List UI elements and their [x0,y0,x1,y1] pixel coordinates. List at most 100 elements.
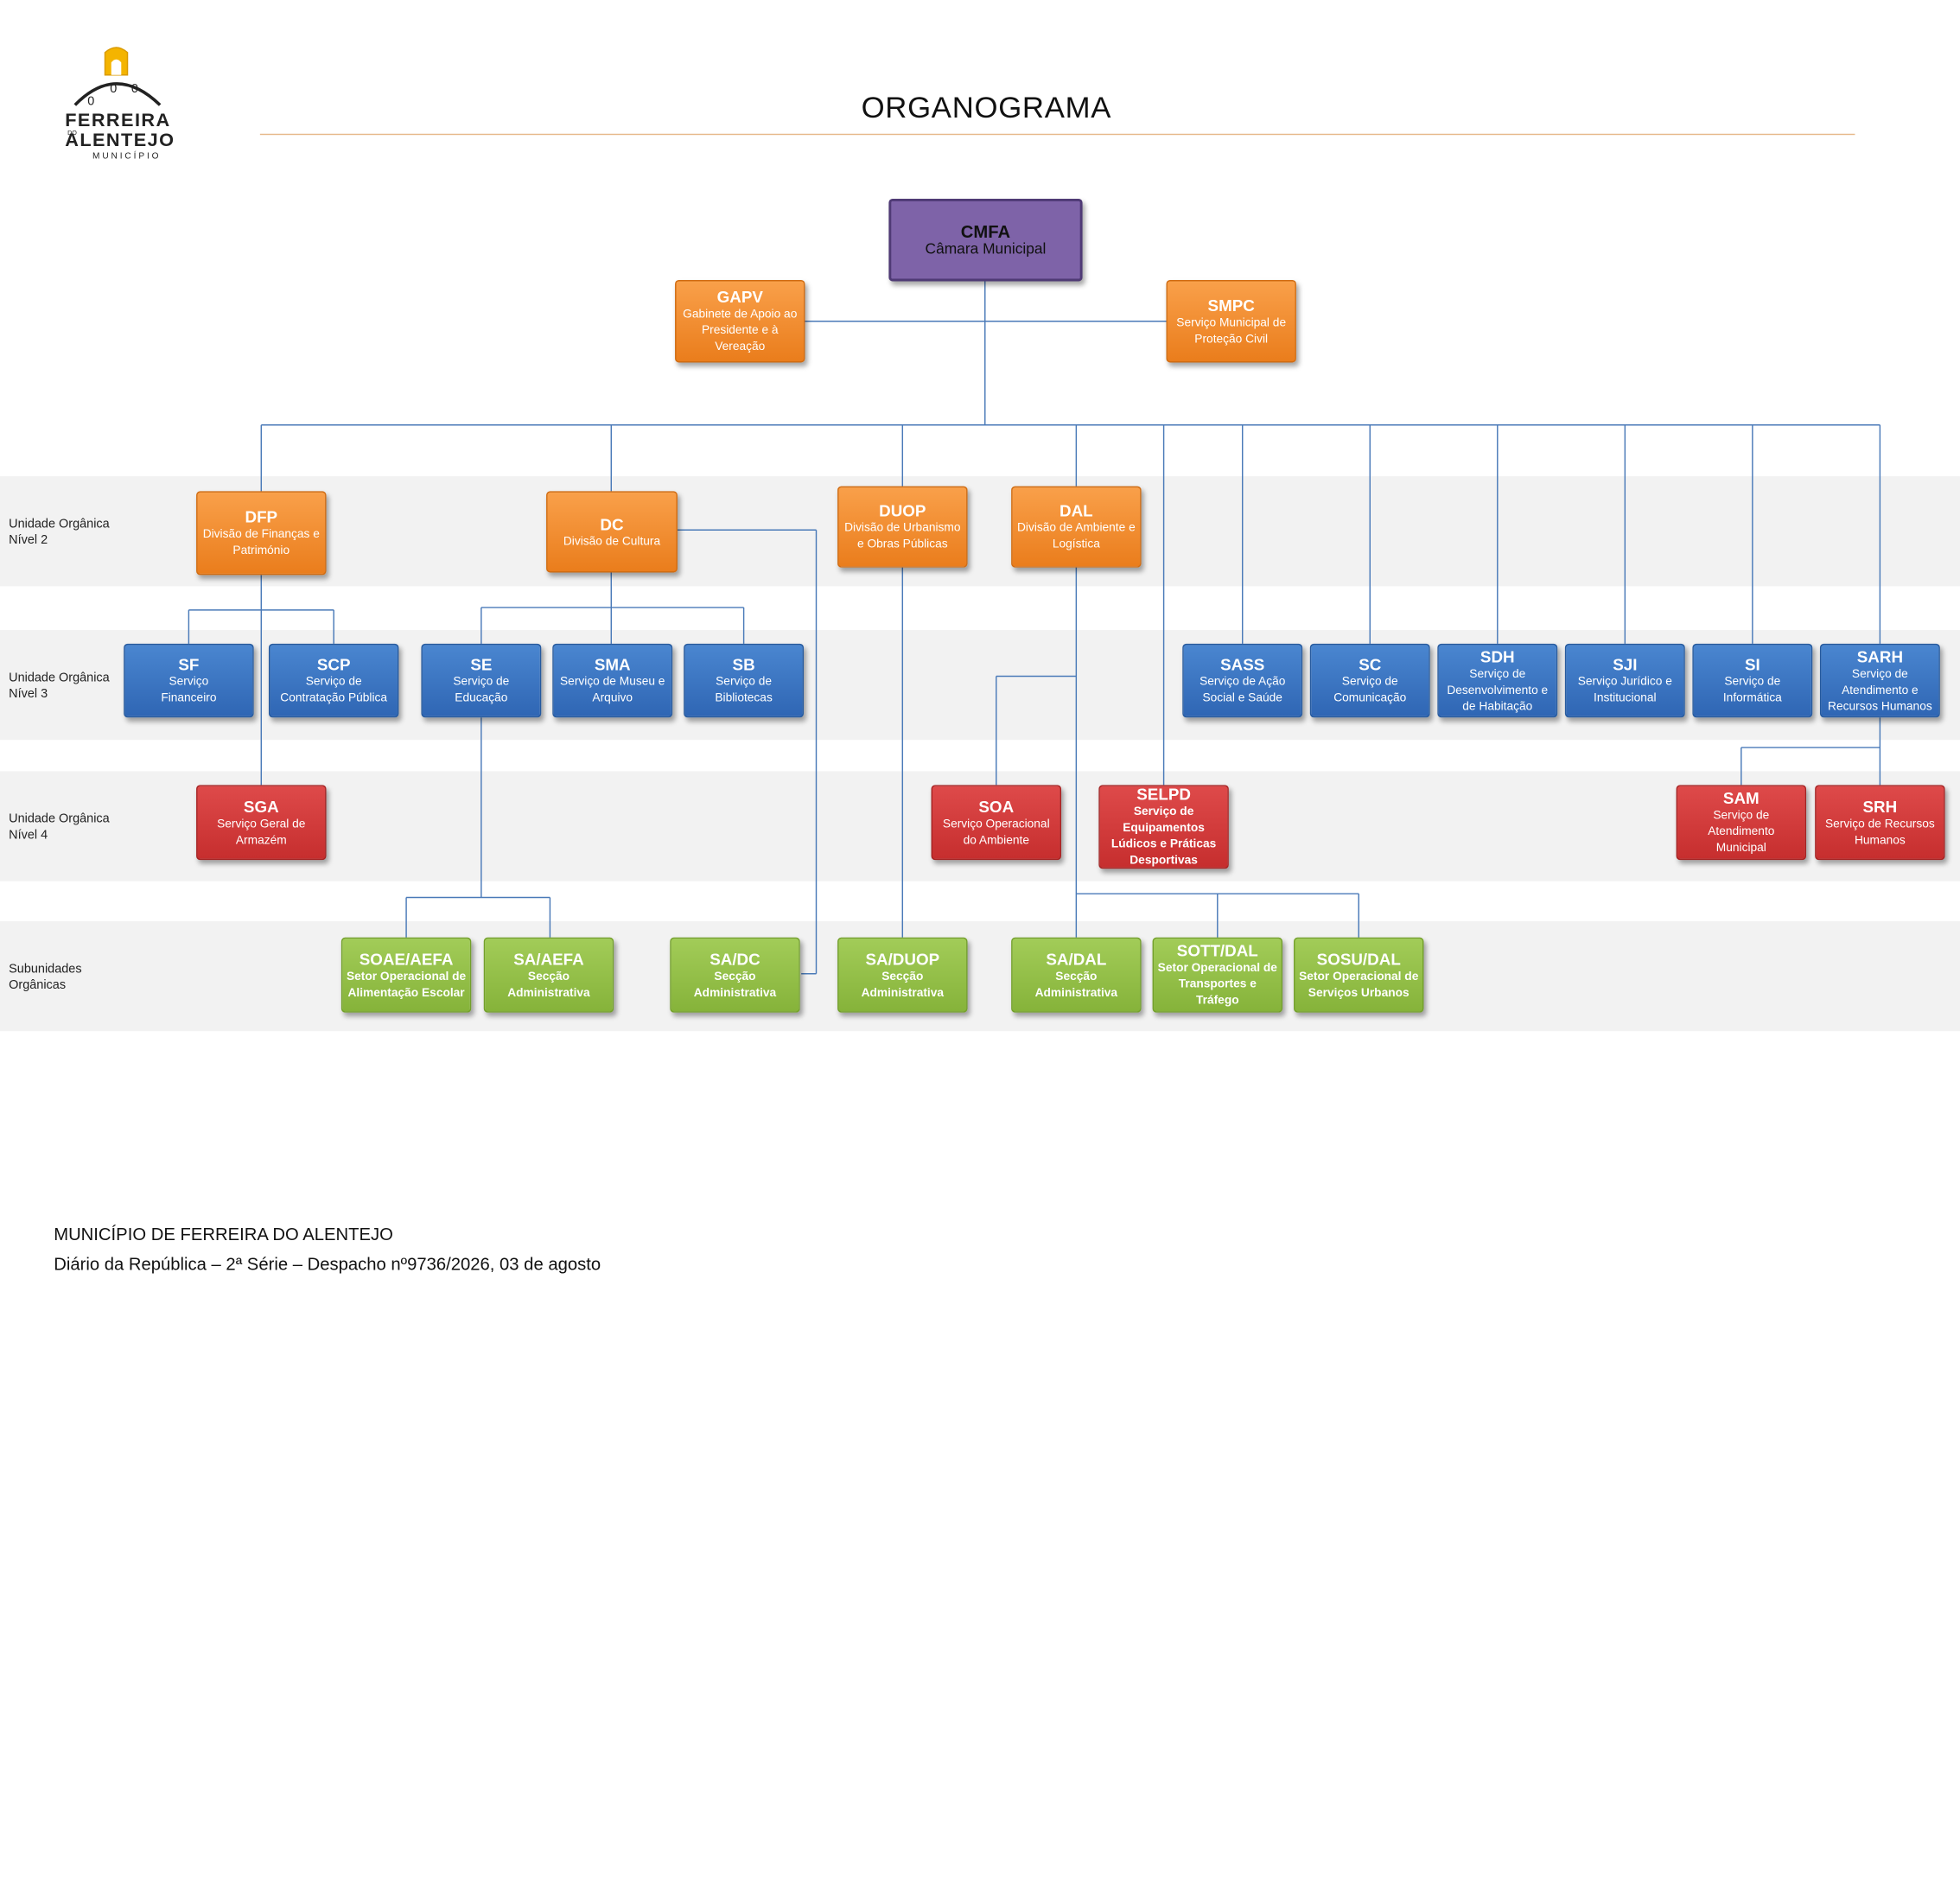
unit-code: SA/DUOP [865,949,940,969]
unit-selpd[interactable]: SELPD Serviço de Equipamentos Lúdicos e … [1098,785,1229,869]
unit-sdh[interactable]: SDH Serviço de Desenvolvimento e de Habi… [1437,643,1558,718]
unit-se[interactable]: SE Serviço de Educação [421,643,542,718]
unit-desc: Setor Operacional de Transportes e Tráfe… [1157,961,1277,1008]
svg-text:0: 0 [110,82,117,96]
unit-desc: Serviço de Atendimento Municipal [1708,808,1775,856]
unit-code: SGA [243,797,279,816]
footer-municipality: MUNICÍPIO DE FERREIRA DO ALENTEJO [54,1224,393,1244]
unit-desc: Serviço Municipal de Proteção Civil [1176,315,1287,346]
unit-sc[interactable]: SC Serviço de Comunicação [1309,643,1430,718]
unit-desc: Divisão de Finanças e Património [202,527,320,558]
unit-scp[interactable]: SCP Serviço de Contratação Pública [268,643,399,718]
municipality-logo: 0 0 0 FERREIRA DO ALENTEJO MUNICÍPIO [60,40,210,165]
unit-desc: Setor Operacional de Serviços Urbanos [1299,969,1419,1000]
unit-code: SARH [1856,646,1904,666]
unit-sarh[interactable]: SARH Serviço de Atendimento e Recursos H… [1819,643,1940,718]
unit-sosu-dal[interactable]: SOSU/DAL Setor Operacional de Serviços U… [1294,937,1424,1013]
unit-code: SOTT/DAL [1176,941,1258,960]
unit-code: SA/AEFA [513,949,584,969]
unit-sf[interactable]: SF Serviço Financeiro [124,643,254,718]
unit-sa-aefa[interactable]: SA/AEFA Secção Administrativa [483,937,614,1013]
unit-desc: Divisão de Urbanismo e Obras Públicas [844,521,961,551]
unit-sa-duop[interactable]: SA/DUOP Secção Administrativa [837,937,968,1013]
level-label-nivel3: Unidade Orgânica Nível 3 [9,671,110,702]
unit-sji[interactable]: SJI Serviço Jurídico e Institucional [1564,643,1685,718]
svg-text:MUNICÍPIO: MUNICÍPIO [92,150,161,162]
unit-desc: Serviço de Desenvolvimento e de Habitaçã… [1447,666,1549,714]
unit-dal[interactable]: DAL Divisão de Ambiente e Logística [1011,486,1142,568]
unit-sb[interactable]: SB Serviço de Bibliotecas [684,643,805,718]
unit-code: SCP [316,654,351,674]
unit-duop[interactable]: DUOP Divisão de Urbanismo e Obras Públic… [837,486,968,568]
unit-desc: Divisão de Cultura [563,534,661,549]
unit-code: SA/DC [710,949,760,969]
svg-text:0: 0 [87,94,94,108]
unit-code: SMPC [1207,296,1255,315]
unit-code: SRH [1862,797,1898,816]
unit-code: GAPV [716,287,763,307]
unit-srh[interactable]: SRH Serviço de Recursos Humanos [1815,785,1945,861]
title-divider [259,133,1855,136]
unit-code: SOSU/DAL [1316,949,1401,969]
unit-sott-dal[interactable]: SOTT/DAL Setor Operacional de Transporte… [1152,937,1283,1013]
unit-desc: Serviço de Recursos Humanos [1824,817,1935,847]
svg-text:0: 0 [131,82,138,96]
unit-code: DC [600,514,624,533]
svg-text:ALENTEJO: ALENTEJO [65,129,175,150]
unit-desc: Serviço Geral de Armazém [217,817,306,847]
connector-lines [188,281,1881,975]
unit-gapv[interactable]: GAPV Gabinete de Apoio ao Presidente e à… [675,279,805,363]
unit-soae-aefa[interactable]: SOAE/AEFA Setor Operacional de Alimentaç… [340,937,472,1013]
unit-code: SC [1359,654,1382,674]
unit-sma[interactable]: SMA Serviço de Museu e Arquivo [552,643,673,718]
unit-dfp[interactable]: DFP Divisão de Finanças e Património [196,491,327,576]
unit-desc: Setor Operacional de Alimentação Escolar [346,969,467,1000]
band-subunidades [0,920,1960,1032]
unit-desc: Serviço de Contratação Pública [280,675,388,705]
unit-code: SMA [594,654,631,674]
band-nivel2 [0,476,1960,587]
unit-code: SA/DAL [1046,949,1107,969]
unit-code: SELPD [1136,785,1191,805]
unit-code: DUOP [879,501,926,520]
unit-desc: Serviço de Comunicação [1333,675,1407,705]
unit-desc: Secção Administrativa [1034,969,1118,1000]
unit-code: SDH [1480,646,1515,666]
unit-desc: Secção Administrativa [693,969,777,1000]
unit-sass[interactable]: SASS Serviço de Ação Social e Saúde [1182,643,1303,718]
unit-code: CMFA [960,221,1011,242]
unit-sga[interactable]: SGA Serviço Geral de Armazém [196,785,327,861]
unit-code: SF [178,654,200,674]
unit-desc: Serviço de Ação Social e Saúde [1200,675,1286,705]
footer-publication: Diário da República – 2ª Série – Despach… [54,1253,601,1274]
svg-text:FERREIRA: FERREIRA [65,109,170,130]
unit-code: SOAE/AEFA [359,949,454,969]
unit-dc[interactable]: DC Divisão de Cultura [546,491,678,573]
level-label-nivel2: Unidade Orgânica Nível 2 [9,517,110,548]
unit-sam[interactable]: SAM Serviço de Atendimento Municipal [1676,785,1807,861]
unit-desc: Serviço de Educação [453,675,510,705]
unit-desc: Secção Administrativa [507,969,590,1000]
unit-soa[interactable]: SOA Serviço Operacional do Ambiente [931,785,1061,861]
unit-code: SJI [1613,654,1638,674]
unit-desc: Gabinete de Apoio ao Presidente e à Vere… [683,307,798,354]
unit-code: SB [732,654,755,674]
unit-desc: Serviço de Atendimento e Recursos Humano… [1828,666,1932,714]
unit-sa-dal[interactable]: SA/DAL Secção Administrativa [1011,937,1142,1013]
level-label-subunidades: Subunidades Orgânicas [9,962,82,993]
unit-desc: Secção Administrativa [861,969,945,1000]
unit-code: SI [1744,654,1760,674]
unit-desc: Serviço Operacional do Ambiente [942,817,1050,847]
unit-desc: Serviço Financeiro [161,675,217,705]
unit-code: SAM [1722,788,1760,808]
unit-sa-dc[interactable]: SA/DC Secção Administrativa [670,937,800,1013]
unit-code: SASS [1220,654,1265,674]
unit-si[interactable]: SI Serviço de Informática [1692,643,1813,718]
unit-smpc[interactable]: SMPC Serviço Municipal de Proteção Civil [1166,279,1296,363]
page-title: ORGANOGRAMA [861,91,1112,125]
svg-text:DO: DO [67,129,77,137]
unit-cmfa[interactable]: CMFA Câmara Municipal [888,198,1083,282]
unit-desc: Serviço Jurídico e Institucional [1577,675,1672,705]
unit-desc: Serviço de Informática [1722,675,1782,705]
